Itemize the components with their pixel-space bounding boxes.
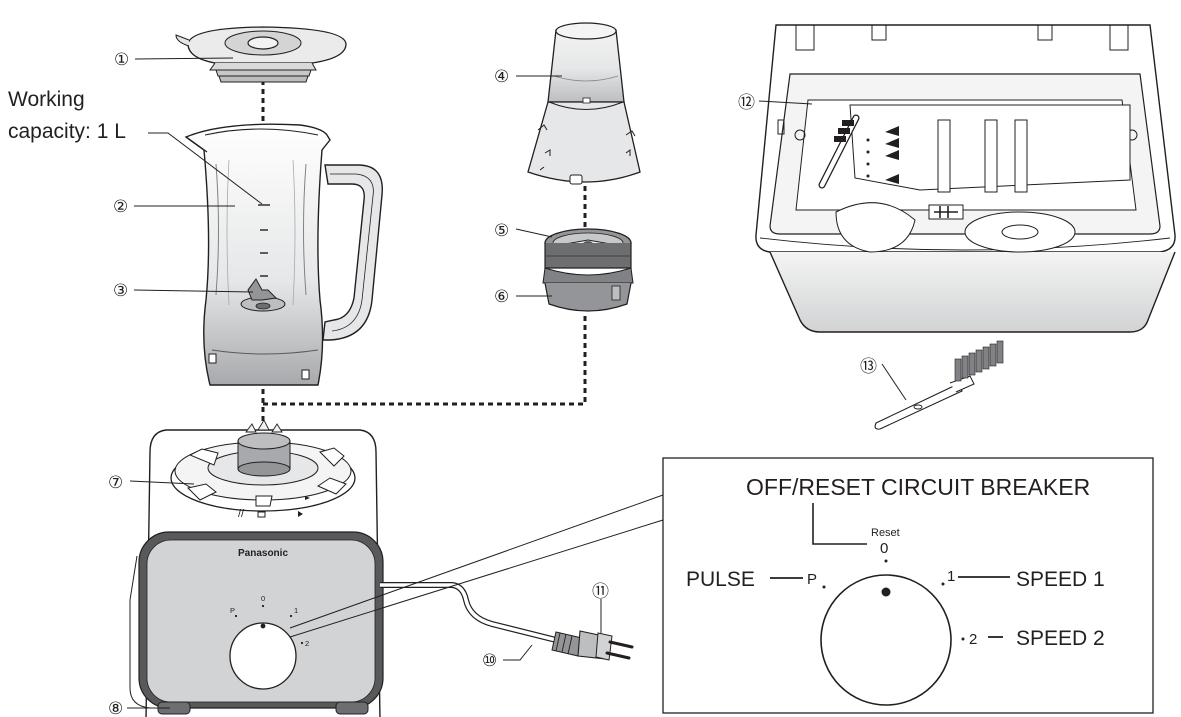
position-mark: [257, 511, 266, 518]
storage-case: [755, 24, 1176, 333]
mill-blade-base: [542, 228, 634, 312]
inset-pulse-label: PULSE: [686, 568, 755, 591]
inset-1-mark: 1: [947, 568, 955, 585]
callout-13: ⑬: [860, 357, 877, 377]
lid: [175, 26, 347, 83]
dial-0-mark: 0: [261, 594, 265, 603]
lock-mark: [298, 511, 303, 517]
callout-12: ⑫: [738, 93, 755, 113]
speed-switch-inset: OFF/RESET CIRCUIT BREAKER Reset 0 PULSE …: [662, 457, 1154, 714]
callout-6: ⑥: [494, 287, 509, 307]
inset-dial-indicator: [881, 587, 891, 597]
callout-leader-lines: [127, 57, 907, 709]
callout-11: ⑪: [592, 582, 609, 602]
inset-zero-mark: 0: [880, 540, 888, 557]
callout-8: ⑧: [108, 699, 123, 717]
inset-2-mark: 2: [969, 631, 977, 648]
dial-2-mark: 2: [305, 639, 309, 648]
capacity-label-line1: Working: [8, 88, 85, 111]
callout-10: ⑩: [482, 651, 497, 671]
power-cord-and-plug: [380, 582, 634, 661]
capacity-label-line2: capacity: 1 L: [8, 120, 126, 143]
brand-logo: Panasonic: [238, 548, 288, 559]
callout-1: ①: [114, 50, 129, 70]
mill-container: [527, 22, 641, 185]
inset-title: OFF/RESET CIRCUIT BREAKER: [746, 474, 1090, 500]
inset-speed2-label: SPEED 2: [1016, 627, 1105, 650]
main-body: // Panasonic P 0 1 2: [129, 419, 384, 717]
callout-4: ④: [494, 67, 509, 87]
dial-p-mark: P: [230, 606, 235, 615]
dial-1-mark: 1: [294, 606, 298, 615]
callout-2: ②: [113, 197, 128, 217]
blade-unit: [240, 278, 286, 312]
inset-p-mark: P: [807, 571, 817, 588]
callout-7: ⑦: [108, 473, 123, 493]
inset-reset-label: Reset: [871, 527, 900, 539]
inset-speed1-label: SPEED 1: [1016, 568, 1105, 591]
speed-dial[interactable]: [229, 622, 297, 690]
blender-jar: [184, 123, 383, 386]
callout-5: ⑤: [494, 221, 509, 241]
cleaning-brush: [874, 340, 1004, 430]
inset-dial: [820, 574, 952, 706]
callout-3: ③: [113, 281, 128, 301]
unlock-mark: //: [238, 508, 245, 520]
